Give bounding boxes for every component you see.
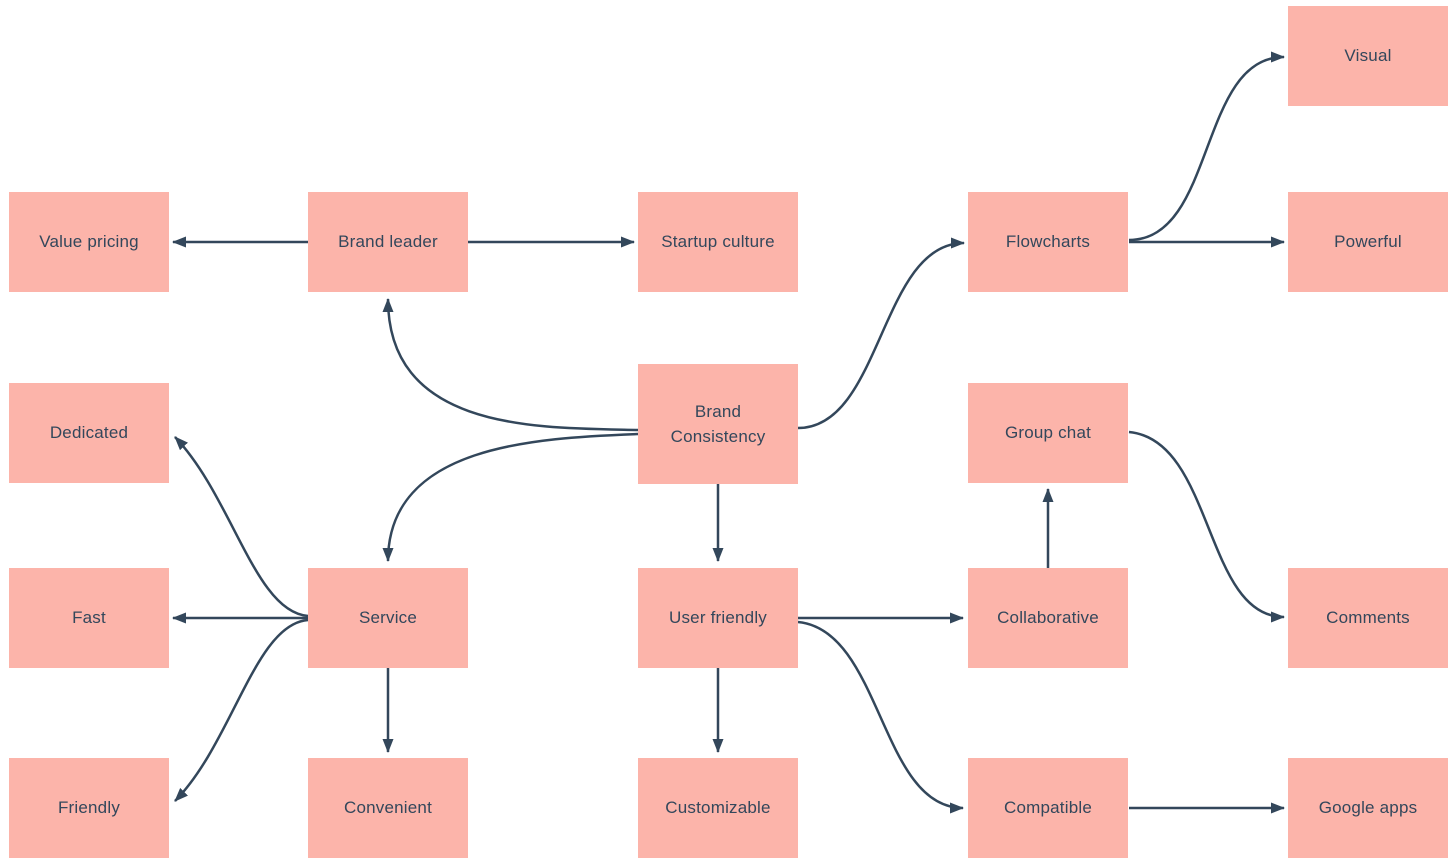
- node-label: Collaborative: [997, 608, 1099, 628]
- node-dedicated[interactable]: Dedicated: [9, 383, 169, 483]
- node-powerful[interactable]: Powerful: [1288, 192, 1448, 292]
- node-label: Comments: [1326, 608, 1410, 628]
- node-label: Fast: [72, 608, 106, 628]
- node-label: Brand leader: [338, 232, 438, 252]
- node-label: Value pricing: [39, 232, 139, 252]
- edge-brand-consistency-to-brand-leader[interactable]: [382, 298, 639, 432]
- node-google-apps[interactable]: Google apps: [1288, 758, 1448, 858]
- node-label: Google apps: [1318, 798, 1418, 818]
- node-visual[interactable]: Visual: [1288, 6, 1448, 106]
- node-startup-culture[interactable]: Startup culture: [638, 192, 798, 292]
- node-label: Dedicated: [49, 423, 129, 443]
- node-label: Friendly: [57, 798, 121, 818]
- node-group-chat[interactable]: Group chat: [968, 383, 1128, 483]
- node-fast[interactable]: Fast: [9, 568, 169, 668]
- node-label: Powerful: [1334, 232, 1402, 252]
- node-brand-consistency[interactable]: Brand Consistency: [638, 364, 798, 484]
- edge-service-to-dedicated[interactable]: [174, 436, 309, 618]
- edge-user-friendly-to-compatible[interactable]: [797, 620, 964, 814]
- node-brand-leader[interactable]: Brand leader: [308, 192, 468, 292]
- node-label: User friendly: [668, 608, 768, 628]
- edge-service-to-friendly[interactable]: [174, 618, 309, 802]
- node-user-friendly[interactable]: User friendly: [638, 568, 798, 668]
- node-label: Brand Consistency: [670, 401, 766, 447]
- node-label: Group chat: [1004, 423, 1092, 443]
- node-convenient[interactable]: Convenient: [308, 758, 468, 858]
- edge-flowcharts-to-visual[interactable]: [1128, 51, 1285, 242]
- node-label: Visual: [1344, 46, 1392, 66]
- node-customizable[interactable]: Customizable: [638, 758, 798, 858]
- node-friendly[interactable]: Friendly: [9, 758, 169, 858]
- node-service[interactable]: Service: [308, 568, 468, 668]
- edge-group-chat-to-comments[interactable]: [1128, 430, 1285, 623]
- node-label: Flowcharts: [1005, 232, 1091, 252]
- node-label: Customizable: [665, 798, 771, 818]
- node-compatible[interactable]: Compatible: [968, 758, 1128, 858]
- node-label: Convenient: [343, 798, 432, 818]
- node-comments[interactable]: Comments: [1288, 568, 1448, 668]
- node-flowcharts[interactable]: Flowcharts: [968, 192, 1128, 292]
- node-label: Compatible: [1004, 798, 1092, 818]
- node-label: Startup culture: [661, 232, 775, 252]
- edge-brand-consistency-to-service[interactable]: [382, 432, 639, 562]
- node-label: Service: [358, 608, 418, 628]
- edge-brand-consistency-to-flowcharts[interactable]: [797, 237, 965, 430]
- node-value-pricing[interactable]: Value pricing: [9, 192, 169, 292]
- node-collaborative[interactable]: Collaborative: [968, 568, 1128, 668]
